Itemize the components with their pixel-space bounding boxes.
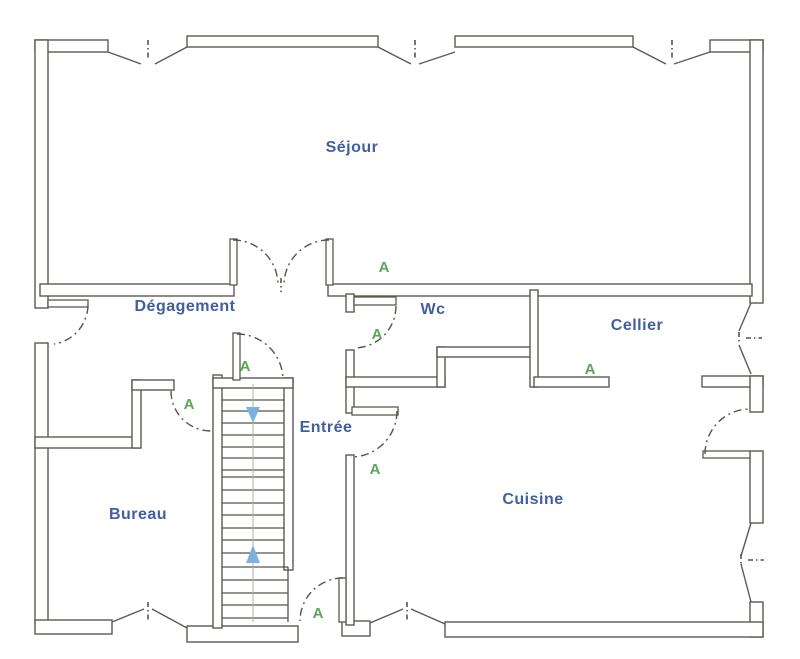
door-marker-a: A [372,326,383,343]
stair-treads-lower [222,579,288,619]
stair-right-wall [283,377,294,571]
stair-left-wall [212,374,223,629]
door-swing-arc [283,239,330,286]
wall-segment [533,376,610,388]
door-swing-arc [53,305,89,345]
window-splay [632,46,711,65]
staircase [212,374,294,629]
wall-segment [436,346,535,358]
wall-segment [749,375,764,413]
door-leaf [353,296,397,306]
wall-segment [34,619,113,635]
exterior-walls [34,35,764,643]
stair-down-arrow-icon [246,407,260,423]
door-swing-arc [170,390,212,432]
wall-segment [345,293,355,313]
door-leaf [47,299,89,308]
room-label-entree: Entrée [300,419,353,436]
door-swing-arc [232,239,279,286]
window-glazing [454,35,634,48]
door-leaf [351,406,399,416]
window-splay [738,302,752,375]
room-label-sejour: Séjour [326,139,379,156]
stair-up-arrow-icon [246,545,260,563]
wall-segment [345,454,355,626]
door-leaf [338,577,347,623]
door-marker-a: A [585,361,596,378]
room-label-bureau: Bureau [109,506,167,523]
door-marker-a: A [184,396,195,413]
door-leaf [229,238,238,286]
door-marker-a: A [370,461,381,478]
windows [107,40,764,629]
door-swing-arc [704,408,751,455]
wall-segment [186,625,299,643]
door-marker-a: A [313,605,324,622]
door-swing-arc [299,577,344,622]
room-labels: Séjour Dégagement Wc Cellier Entrée Bure… [109,139,663,523]
window-splay [377,46,456,65]
window-splay [740,522,752,603]
door-markers: A A A A A A A [184,259,596,622]
door-swing-arc [350,410,398,458]
wall-segment [34,436,141,449]
door-swings [53,239,751,622]
wall-segment [749,450,764,524]
room-label-cellier: Cellier [611,317,663,334]
wall-segment [39,283,235,297]
window-splay [369,608,446,625]
interior-walls [34,283,753,626]
wall-segment [131,379,175,391]
door-marker-a: A [240,358,251,375]
wall-segment [34,39,49,309]
wall-segment [529,289,539,388]
door-swing-arc [353,305,397,349]
door-leaf [702,450,751,459]
door-leaf [232,332,241,381]
door-marker-a: A [379,259,390,276]
wall-segment [327,283,753,297]
room-label-degagement: Dégagement [134,298,235,315]
wall-segment [444,621,764,638]
room-label-wc: Wc [421,301,446,318]
window-splay [111,608,188,629]
room-label-cuisine: Cuisine [502,491,563,508]
window-splay [107,46,188,65]
door-leaf [325,238,334,286]
window-glazing [186,35,379,48]
wall-segment [749,39,764,304]
wall-segment [34,342,49,625]
door-swing-arc [236,333,284,381]
door-leaves [47,238,751,623]
wall-segment [345,376,446,388]
